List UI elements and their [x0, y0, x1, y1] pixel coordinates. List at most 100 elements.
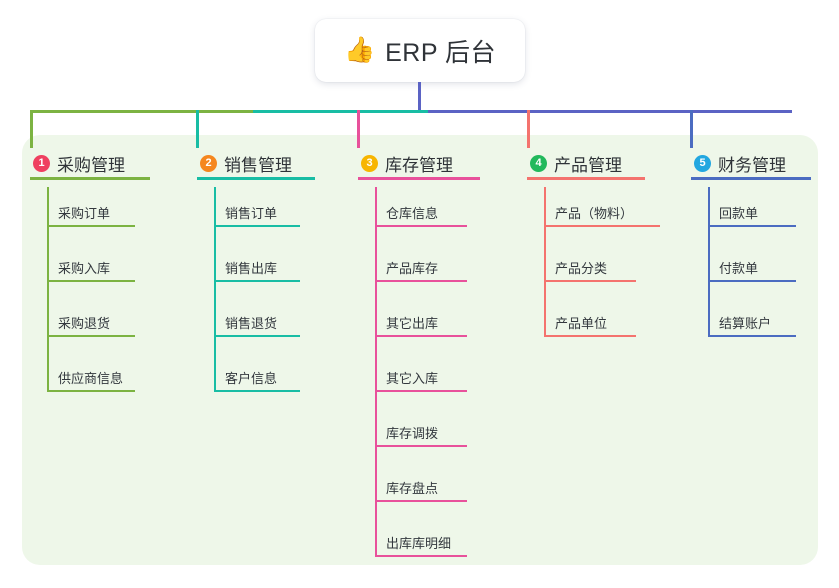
list-item[interactable]: 付款单 [686, 242, 836, 297]
list-item-label: 采购退货 [58, 316, 111, 331]
list-item[interactable]: 出库库明细 [353, 517, 503, 572]
column-2: 2 销售管理销售订单销售出库销售退货客户信息 [192, 145, 342, 407]
branch-bar-segment [253, 110, 429, 113]
list-item[interactable]: 仓库信息 [353, 187, 503, 242]
list-item-label: 库存盘点 [386, 481, 439, 496]
column-title: 库存管理 [385, 155, 453, 175]
list-item-rule [375, 555, 467, 557]
column-underline [197, 177, 315, 180]
item-list: 销售订单销售出库销售退货客户信息 [192, 187, 342, 407]
item-list: 回款单付款单结算账户 [686, 187, 836, 352]
list-item-rule [708, 335, 796, 337]
item-spine [708, 187, 710, 337]
root-stem-connector [418, 82, 421, 113]
column-underline [527, 177, 645, 180]
list-item[interactable]: 采购退货 [25, 297, 175, 352]
list-item-label: 供应商信息 [58, 371, 124, 386]
list-item-rule [47, 280, 135, 282]
list-item-label: 产品单位 [555, 316, 608, 331]
thumbs-up-icon: 👍 [343, 36, 376, 64]
list-item-label: 客户信息 [225, 371, 278, 386]
list-item-rule [375, 225, 467, 227]
list-item-label: 结算账户 [719, 316, 772, 331]
column-title: 财务管理 [718, 155, 786, 175]
list-item[interactable]: 库存盘点 [353, 462, 503, 517]
list-item[interactable]: 其它入库 [353, 352, 503, 407]
list-item-rule [214, 280, 300, 282]
list-item-rule [708, 225, 796, 227]
list-item[interactable]: 采购订单 [25, 187, 175, 242]
item-spine [375, 187, 377, 557]
list-item[interactable]: 采购入库 [25, 242, 175, 297]
list-item-label: 销售出库 [225, 261, 278, 276]
list-item[interactable]: 产品分类 [522, 242, 672, 297]
list-item-label: 产品库存 [386, 261, 439, 276]
column-underline [30, 177, 150, 180]
list-item[interactable]: 产品单位 [522, 297, 672, 352]
list-item-rule [47, 390, 135, 392]
column-title: 采购管理 [57, 155, 125, 175]
list-item-label: 回款单 [719, 206, 759, 221]
branch-drop-5 [690, 110, 693, 148]
number-badge-icon: 4 [530, 154, 547, 172]
list-item-rule [375, 335, 467, 337]
branch-drop-2 [196, 110, 199, 148]
list-item-rule [375, 445, 467, 447]
list-item-label: 采购入库 [58, 261, 111, 276]
list-item-rule [544, 335, 636, 337]
list-item-label: 仓库信息 [386, 206, 439, 221]
branch-bar-segment [30, 110, 254, 113]
list-item[interactable]: 回款单 [686, 187, 836, 242]
column-3: 3 库存管理仓库信息产品库存其它出库其它入库库存调拨库存盘点出库库明细 [353, 145, 503, 572]
root-title: ERP 后台 [385, 38, 497, 67]
list-item[interactable]: 销售出库 [192, 242, 342, 297]
branch-drop-3 [357, 110, 360, 148]
list-item[interactable]: 产品库存 [353, 242, 503, 297]
list-item[interactable]: 库存调拨 [353, 407, 503, 462]
column-underline [358, 177, 480, 180]
list-item-label: 其它出库 [386, 316, 439, 331]
column-underline [691, 177, 811, 180]
item-spine [47, 187, 49, 392]
number-badge-icon: 3 [361, 154, 378, 172]
list-item-label: 销售退货 [225, 316, 278, 331]
list-item-label: 销售订单 [225, 206, 278, 221]
list-item-rule [214, 390, 300, 392]
branch-drop-1 [30, 110, 33, 148]
list-item-rule [47, 335, 135, 337]
root-node[interactable]: 👍 ERP 后台 [315, 19, 525, 82]
list-item[interactable]: 其它出库 [353, 297, 503, 352]
list-item-label: 库存调拨 [386, 426, 439, 441]
list-item-rule [544, 280, 636, 282]
list-item[interactable]: 销售退货 [192, 297, 342, 352]
list-item-label: 出库库明细 [386, 536, 452, 551]
list-item-rule [544, 225, 660, 227]
list-item[interactable]: 客户信息 [192, 352, 342, 407]
column-header-3[interactable]: 3 库存管理 [353, 145, 503, 181]
column-title: 销售管理 [224, 155, 292, 175]
column-header-2[interactable]: 2 销售管理 [192, 145, 342, 181]
list-item[interactable]: 产品（物料） [522, 187, 672, 242]
list-item-rule [214, 225, 300, 227]
list-item[interactable]: 销售订单 [192, 187, 342, 242]
number-badge-icon: 2 [200, 154, 217, 172]
list-item[interactable]: 供应商信息 [25, 352, 175, 407]
list-item-rule [375, 500, 467, 502]
list-item-rule [708, 280, 796, 282]
list-item-label: 产品分类 [555, 261, 608, 276]
branch-bar-segment [428, 110, 792, 113]
list-item-rule [47, 225, 135, 227]
diagram-panel [22, 135, 818, 565]
item-list: 产品（物料） 产品分类产品单位 [522, 187, 672, 352]
list-item-label: 其它入库 [386, 371, 439, 386]
list-item-rule [214, 335, 300, 337]
list-item[interactable]: 结算账户 [686, 297, 836, 352]
item-list: 仓库信息产品库存其它出库其它入库库存调拨库存盘点出库库明细 [353, 187, 503, 572]
